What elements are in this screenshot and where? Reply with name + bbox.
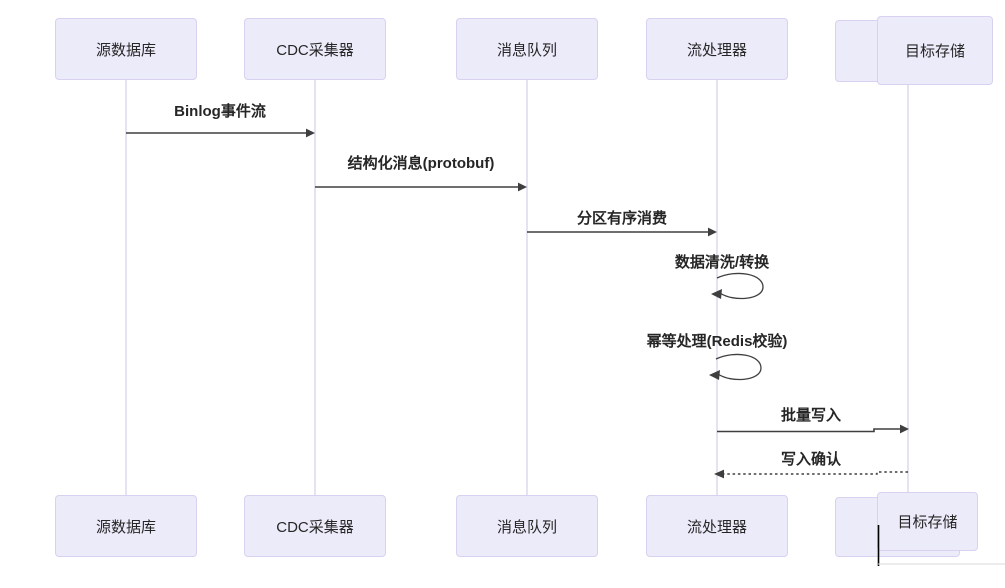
arrowhead-right-icon (306, 128, 315, 138)
actor-box-source-db-top: 源数据库 (55, 18, 197, 80)
self-loop-idempotent (715, 353, 762, 381)
actor-label: 源数据库 (95, 41, 156, 59)
arrow-batch-write (717, 428, 902, 433)
actor-box-stream-processor-top: 流处理器 (646, 18, 788, 80)
arrowhead-right-icon (900, 424, 909, 434)
actor-label: 目标存储 (904, 43, 965, 60)
actor-label: CDC采集器 (276, 518, 354, 536)
self-loop-data-clean (716, 272, 764, 300)
actor-label: 消息队列 (496, 41, 557, 59)
arrow-write-ack (723, 471, 908, 475)
arrowhead-right-icon (708, 227, 717, 237)
actor-label: 流处理器 (686, 518, 747, 536)
actor-label: 消息队列 (496, 518, 557, 536)
actor-label: CDC采集器 (276, 41, 354, 59)
message-label-structured-message: 结构化消息(protobuf) (347, 155, 495, 172)
actor-label: 源数据库 (95, 518, 156, 536)
actor-label: 目标存储 (897, 514, 958, 531)
actor-box-cdc-collector-top: CDC采集器 (244, 18, 386, 80)
message-label-data-clean: 数据清洗/转换 (674, 254, 770, 271)
message-label-batch-write: 批量写入 (780, 407, 842, 424)
message-label-partition-consume: 分区有序消费 (576, 210, 668, 227)
arrowhead-left-icon (711, 289, 722, 299)
arrowhead-left-icon (709, 370, 720, 380)
actor-label: 流处理器 (686, 41, 747, 59)
message-label-idempotent: 幂等处理(Redis校验) (646, 333, 788, 350)
actor-box-stream-processor-bottom: 流处理器 (646, 495, 788, 557)
actor-box-source-db-bottom: 源数据库 (55, 495, 197, 557)
message-label-binlog: Binlog事件流 (174, 103, 266, 120)
arrowhead-right-icon (518, 182, 527, 192)
arrowhead-left-icon (714, 469, 724, 479)
actor-box-message-queue-bottom: 消息队列 (456, 495, 598, 557)
actor-box-target-storage-bottom: 目标存储 (877, 492, 978, 551)
actor-box-target-storage-top: 目标存储 (877, 16, 993, 85)
actor-box-cdc-collector-bottom: CDC采集器 (244, 495, 386, 557)
actor-box-message-queue-top: 消息队列 (456, 18, 598, 80)
message-label-write-ack: 写入确认 (780, 451, 842, 468)
